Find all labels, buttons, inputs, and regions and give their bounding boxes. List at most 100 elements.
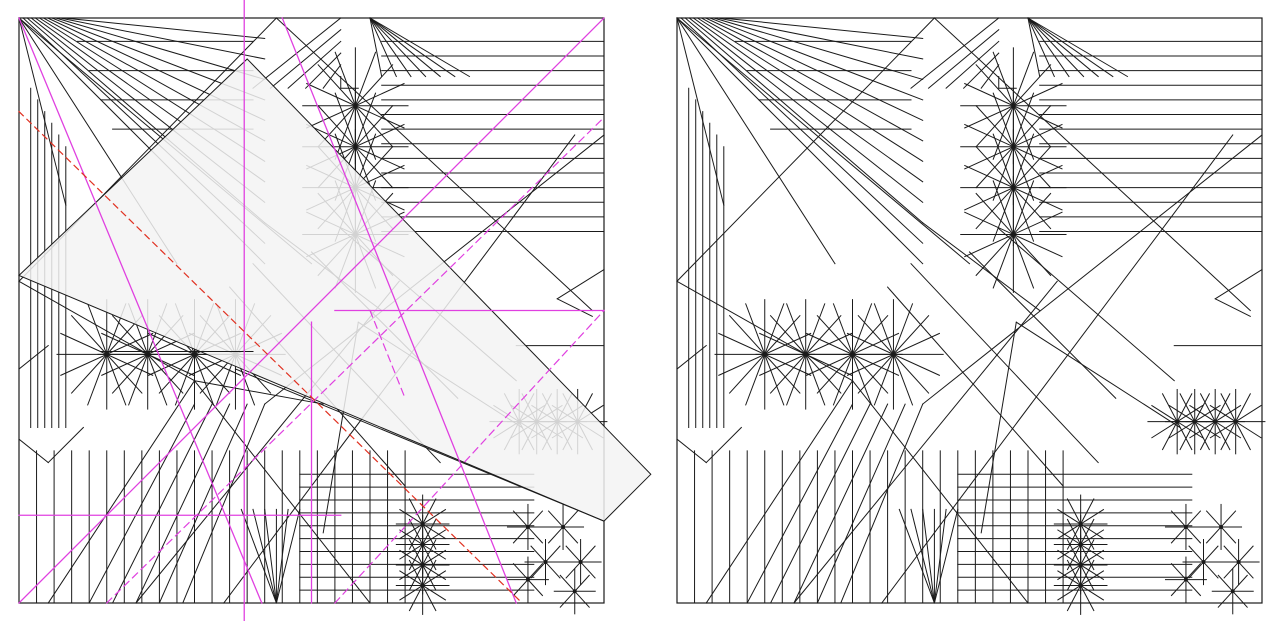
rosette-node xyxy=(1183,577,1188,582)
top-rosette-crease xyxy=(354,105,394,148)
corner-rosette-crease xyxy=(565,561,582,579)
right-rosette-crease xyxy=(1234,420,1251,451)
top-rosette-crease xyxy=(1012,233,1035,289)
right-rosette-crease xyxy=(1214,393,1231,423)
diagonal-crease xyxy=(18,17,67,206)
corner-rosette-crease xyxy=(574,590,590,608)
top-rosette-crease xyxy=(975,186,1015,230)
corner-rosette-crease xyxy=(1185,526,1202,544)
left-rosette-crease xyxy=(857,314,895,356)
top-rosette-crease xyxy=(1012,164,1063,189)
left-rosette-crease xyxy=(857,353,895,394)
top-rosette-crease xyxy=(975,192,1015,236)
corner-rosette-crease xyxy=(1205,510,1222,528)
top-fan-crease xyxy=(1027,17,1055,78)
left-rosette-crease xyxy=(873,303,895,356)
bottom-rosette-crease xyxy=(421,529,447,546)
left-rosette-crease xyxy=(174,353,196,406)
corner-rosette-crease xyxy=(1170,526,1187,544)
left-rosette-crease xyxy=(106,353,154,376)
bottom-fan-crease xyxy=(275,508,289,604)
top-fan-crease xyxy=(369,17,412,78)
top-fan-crease xyxy=(369,17,397,78)
left-rosette-crease xyxy=(745,303,766,356)
bottom-rosette-crease xyxy=(1079,559,1095,587)
corner-rosette-crease xyxy=(1170,510,1187,528)
structural-crease xyxy=(881,134,1234,604)
bottom-rosette-crease xyxy=(408,539,424,566)
rosette-node xyxy=(891,352,896,357)
bottom-rosette-crease xyxy=(1079,584,1105,601)
rosette-node xyxy=(1201,560,1206,565)
bottom-fan-crease xyxy=(933,508,947,604)
right-rosette-crease xyxy=(1234,404,1262,423)
left-rosette-crease xyxy=(101,332,149,356)
bottom-rosette-crease xyxy=(1079,549,1105,566)
left-rosette-crease xyxy=(111,314,149,356)
left-rosette-crease xyxy=(60,353,108,376)
bottom-rosette-crease xyxy=(421,564,447,581)
right-rosette-crease xyxy=(1151,404,1178,423)
corner-rosette-crease xyxy=(1185,578,1202,597)
magenta-dashed-guide xyxy=(369,309,406,400)
diagonal-crease xyxy=(55,17,266,81)
left-rosette-crease xyxy=(851,332,900,356)
rosette-node xyxy=(1011,232,1016,237)
top-fan-crease xyxy=(1027,17,1099,78)
bottom-rosette-crease xyxy=(421,539,437,566)
corner-rosette-crease xyxy=(527,562,544,581)
left-rosette-crease xyxy=(101,353,149,376)
overlay-crease xyxy=(193,380,324,405)
left-rosette-crease xyxy=(851,303,873,356)
left-rosette-crease xyxy=(745,353,766,406)
top-rosette-crease xyxy=(1012,186,1052,230)
corner-rosette-crease xyxy=(1237,545,1254,563)
left-rosette-crease xyxy=(873,353,895,406)
bottom-rosette-crease xyxy=(421,549,447,566)
right-rosette-crease xyxy=(1161,420,1178,451)
bottom-fan-crease xyxy=(922,508,935,604)
right-rosette-crease xyxy=(1194,420,1221,439)
right-rosette-crease xyxy=(1214,420,1231,451)
top-fan-crease xyxy=(369,17,441,78)
corner-rosette-crease xyxy=(1185,510,1202,528)
lower-strip-crease xyxy=(88,403,196,604)
left-rosette-crease xyxy=(106,353,127,406)
edge-flap-crease xyxy=(556,268,605,300)
top-rosette-crease xyxy=(1012,92,1035,148)
bottom-rosette-crease xyxy=(399,529,424,546)
rosette-node xyxy=(1233,419,1238,424)
corner-rosette-crease xyxy=(559,574,576,593)
left-rosette-crease xyxy=(805,353,854,376)
magenta-diagonal-guide xyxy=(18,17,263,604)
top-rosette-crease xyxy=(964,146,1015,170)
right-rosette-crease xyxy=(1214,420,1242,439)
top-rosette-crease xyxy=(992,133,1015,189)
right-rosette-crease xyxy=(1220,420,1237,451)
top-rosette-crease xyxy=(1012,233,1063,258)
left-rosette-crease xyxy=(764,353,812,376)
bottom-fan-crease xyxy=(264,508,277,604)
right-rosette-crease xyxy=(1194,420,1211,451)
bottom-rosette-crease xyxy=(1057,508,1082,525)
right-rosette-crease xyxy=(1220,393,1237,423)
right-rosette-crease xyxy=(1234,393,1251,423)
corner-rosette-crease xyxy=(547,510,564,528)
left-rosette-crease xyxy=(769,353,807,394)
left-rosette-crease xyxy=(87,353,108,406)
top-rosette-crease xyxy=(992,51,1015,107)
magenta-diagonal-guide xyxy=(18,17,605,604)
corner-rosette-crease xyxy=(1217,590,1234,608)
diagonal-crease xyxy=(63,17,266,40)
top-rosette-crease xyxy=(992,105,1015,160)
bottom-fan-crease xyxy=(240,508,278,604)
bottom-rosette-crease xyxy=(408,559,424,587)
lower-strip-crease xyxy=(840,403,924,604)
lower-strip-crease xyxy=(769,403,871,604)
top-rosette-crease xyxy=(992,180,1015,236)
top-fan-crease xyxy=(322,64,342,89)
bottom-rosette-crease xyxy=(1057,584,1082,601)
bottom-rosette-crease xyxy=(399,523,424,540)
corner-rosette-crease xyxy=(530,545,547,563)
